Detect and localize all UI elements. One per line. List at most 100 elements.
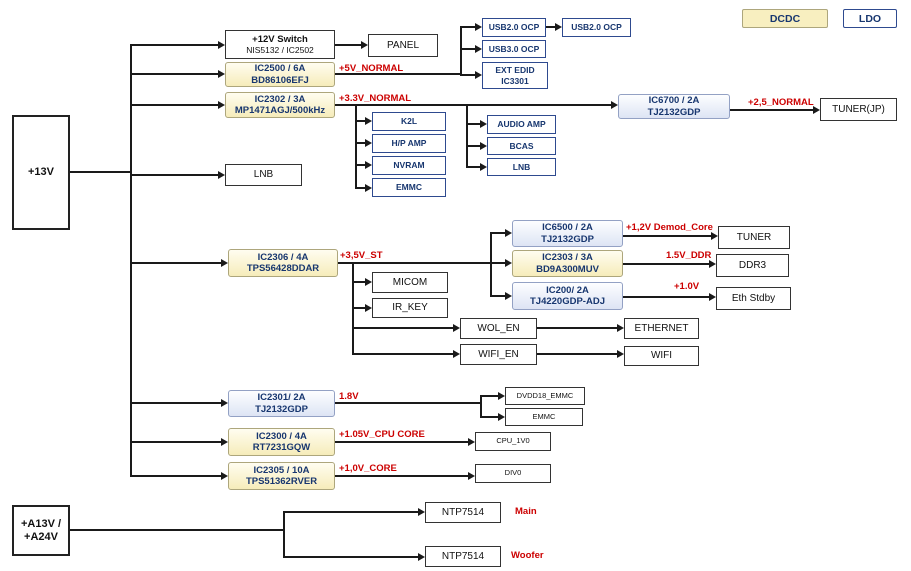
connector-line (480, 395, 498, 397)
label: NIS5132 / IC2502 (246, 45, 314, 56)
arrowhead (498, 413, 505, 421)
node-usb2-ocp-2: USB2.0 OCP (562, 18, 631, 37)
connector-line (355, 187, 365, 189)
legend-ldo: LDO (843, 9, 897, 28)
connector-line (460, 48, 475, 50)
connector-line (480, 395, 482, 418)
arrowhead (480, 142, 487, 150)
rail-label-woofer: Woofer (511, 550, 544, 561)
node-eth-stdby: Eth Stdby (716, 287, 791, 310)
connector-line (466, 123, 480, 125)
connector-line (730, 109, 813, 111)
arrowhead (418, 553, 425, 561)
node-usb2-ocp-1: USB2.0 OCP (482, 18, 546, 37)
arrowhead (218, 41, 225, 49)
arrowhead (505, 229, 512, 237)
label: IC2500 / 6A (254, 63, 306, 75)
node-wol-en: WOL_EN (460, 318, 537, 339)
label: IC3301 (501, 75, 529, 86)
rail-label-main: Main (515, 506, 537, 517)
node-div0: DIV0 (475, 464, 551, 483)
node-bcas: BCAS (487, 137, 556, 155)
arrowhead (711, 232, 718, 240)
connector-line (466, 145, 480, 147)
rail-label-1v0a: +1.0V (674, 281, 700, 292)
rail-label-1v0b: +1,0V_CORE (339, 463, 397, 474)
connector-line (460, 74, 475, 76)
label: BD9A300MUV (536, 263, 599, 275)
arrowhead (453, 324, 460, 332)
node-hp-amp: H/P AMP (372, 134, 446, 153)
connector-line (537, 353, 617, 355)
connector-line (283, 511, 418, 513)
label: IC2305 / 10A (253, 464, 310, 476)
connector-line (335, 475, 468, 477)
node-lnb-left: LNB (225, 164, 302, 186)
rail-label-1v2: +1,2V Demod_Core (626, 222, 713, 233)
label: TJ2132GDP (255, 403, 308, 415)
arrowhead (365, 161, 372, 169)
connector-line (352, 307, 365, 309)
arrowhead (365, 184, 372, 192)
label: IC2306 / 4A (257, 251, 309, 263)
arrowhead (475, 23, 482, 31)
rail-label-3v5: +3,5V_ST (340, 250, 383, 261)
label: BD86106EFJ (251, 74, 309, 86)
node-panel: PANEL (368, 34, 438, 57)
connector-line (70, 171, 131, 173)
arrowhead (365, 304, 372, 312)
node-ext-edid: EXT EDID IC3301 (482, 62, 548, 89)
connector-line (70, 529, 284, 531)
node-lnb-right: LNB (487, 158, 556, 176)
node-12v-switch: +12V Switch NIS5132 / IC2502 (225, 30, 335, 59)
rail-label-1v5: 1.5V_DDR (666, 250, 712, 261)
label: IC6700 / 2A (648, 95, 700, 107)
node-wifi: WIFI (624, 346, 699, 366)
arrowhead (480, 163, 487, 171)
label: TPS51362RVER (245, 476, 318, 487)
arrowhead (418, 508, 425, 516)
connector-line (623, 263, 709, 265)
arrowhead (365, 117, 372, 125)
node-ic2306: IC2306 / 4A TPS56428DDAR (228, 249, 338, 277)
arrowhead (505, 292, 512, 300)
connector-line (130, 262, 221, 264)
arrowhead (221, 399, 228, 407)
arrowhead (218, 101, 225, 109)
node-k2l: K2L (372, 112, 446, 131)
arrowhead (221, 438, 228, 446)
connector-line (490, 262, 505, 264)
label: MP1471AGJ/500kHz (234, 105, 326, 116)
node-emmc-1: EMMC (372, 178, 446, 197)
node-ic6700: IC6700 / 2A TJ2132GDP (618, 94, 730, 119)
arrowhead (468, 438, 475, 446)
connector-line (623, 296, 709, 298)
arrowhead (475, 45, 482, 53)
node-ic2301: IC2301/ 2A TJ2132GDP (228, 390, 335, 417)
node-ic2303: IC2303 / 3A BD9A300MUV (512, 250, 623, 277)
connector-line (130, 44, 132, 477)
arrowhead (221, 259, 228, 267)
label: TJ2132GDP (541, 233, 594, 245)
arrowhead (611, 101, 618, 109)
arrowhead (617, 350, 624, 358)
node-ic2305: IC2305 / 10A TPS51362RVER (228, 462, 335, 490)
connector-line (130, 44, 218, 46)
arrowhead (617, 324, 624, 332)
node-ddr3: DDR3 (716, 254, 789, 277)
node-dvdd18-emmc: DVDD18_EMMC (505, 387, 585, 405)
connector-line (460, 26, 475, 28)
connector-line (623, 235, 711, 237)
rail-label-5v: +5V_NORMAL (339, 63, 404, 74)
label: +12V Switch (252, 33, 308, 45)
label: IC6500 / 2A (542, 222, 593, 234)
connector-line (490, 232, 505, 234)
arrowhead (709, 293, 716, 301)
connector-line (283, 511, 285, 558)
label: IC2301/ 2A (257, 392, 306, 404)
connector-line (335, 104, 611, 106)
node-tuner: TUNER (718, 226, 790, 249)
connector-line (335, 44, 361, 46)
connector-line (355, 142, 365, 144)
